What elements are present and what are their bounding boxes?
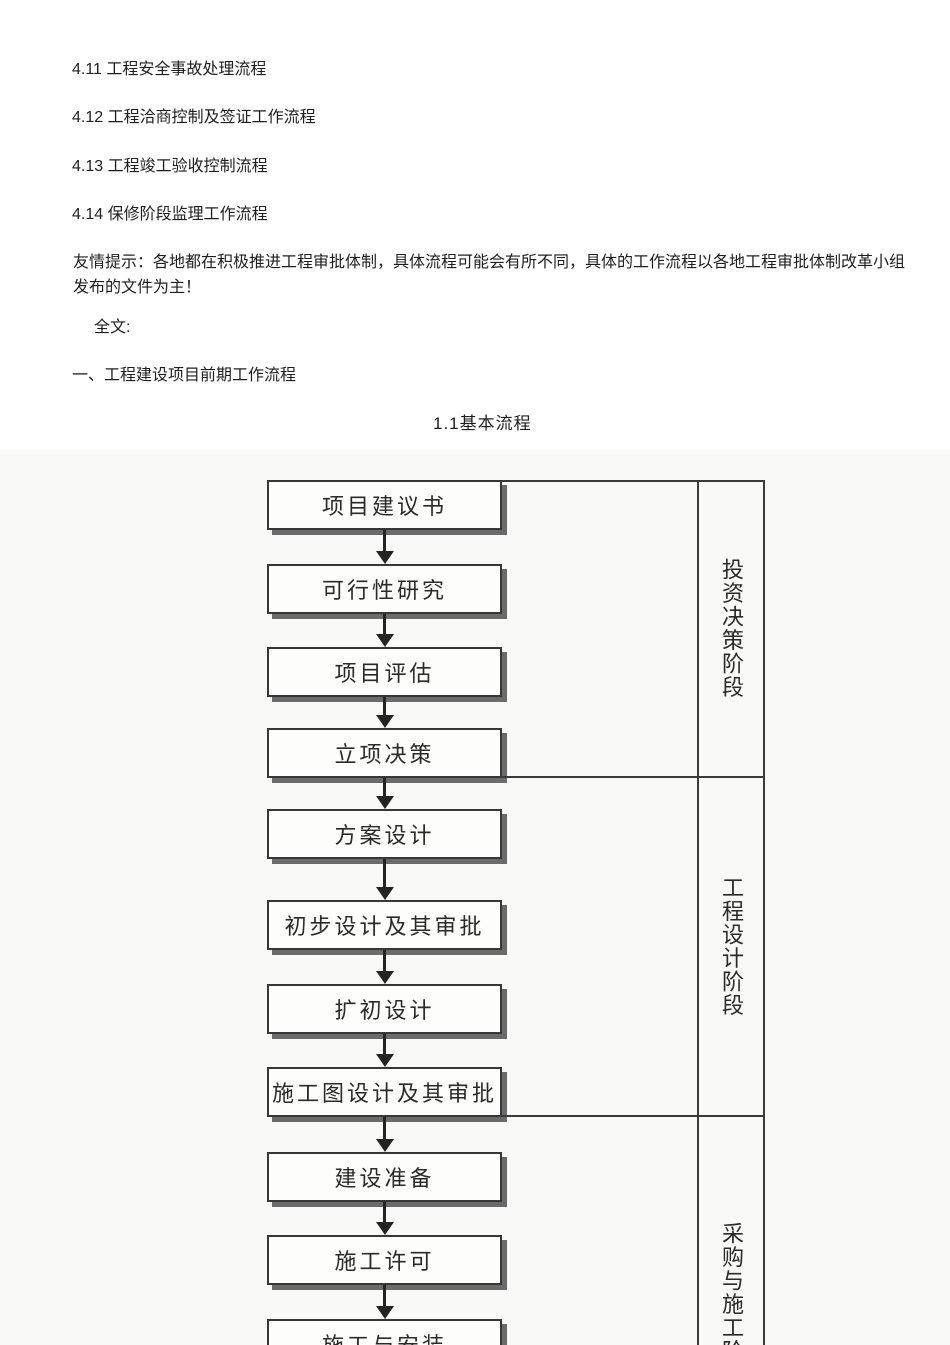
phase-top-border <box>500 480 765 482</box>
down-arrow-icon <box>376 1285 394 1319</box>
down-arrow-icon <box>376 859 394 900</box>
flow-box-preliminary-design: 初步设计及其审批 <box>267 900 502 950</box>
phase-label-investment-decision: 投资决策阶段 <box>719 557 744 699</box>
toc-item: 4.12 工程洽商控制及签证工作流程 <box>72 109 316 126</box>
notice-paragraph: 友情提示：各地都在积极推进工程审批体制，具体流程可能会有所不同，具体的工作流程以… <box>73 254 906 296</box>
flow-box-approval-decision: 立项决策 <box>267 728 502 778</box>
flow-box-project-proposal: 项目建议书 <box>267 480 502 530</box>
section-heading: 一、工程建设项目前期工作流程 <box>72 367 297 384</box>
toc-item: 4.11 工程安全事故处理流程 <box>72 61 267 78</box>
down-arrow-icon <box>376 530 394 564</box>
subsection-heading: 1.1基本流程 <box>433 414 532 433</box>
down-arrow-icon <box>376 778 394 809</box>
down-arrow-icon <box>376 950 394 984</box>
full-text-label: 全文: <box>94 319 131 336</box>
flow-box-construction-drawings: 施工图设计及其审批 <box>267 1067 502 1117</box>
phase-column-right-border <box>763 480 765 1345</box>
phase-label-procurement-construction: 采购与施工阶段 <box>719 1222 744 1345</box>
down-arrow-icon <box>376 697 394 728</box>
flow-box-construction-permit: 施工许可 <box>267 1235 502 1285</box>
flowchart-figure: 项目建议书 可行性研究 项目评估 立项决策 方案设计 初步设计及其审批 扩初设计… <box>0 450 950 1345</box>
flow-box-project-evaluation: 项目评估 <box>267 647 502 697</box>
flow-box-construction-preparation: 建设准备 <box>267 1152 502 1202</box>
down-arrow-icon <box>376 614 394 647</box>
toc-item: 4.13 工程竣工验收控制流程 <box>72 158 268 175</box>
flow-box-scheme-design: 方案设计 <box>267 809 502 859</box>
flow-box-construction-installation: 施工与安装 <box>267 1319 502 1345</box>
toc-item: 4.14 保修阶段监理工作流程 <box>72 206 268 223</box>
phase-label-engineering-design: 工程设计阶段 <box>719 876 744 1017</box>
phase-divider <box>500 1115 765 1117</box>
phase-divider <box>500 776 765 778</box>
down-arrow-icon <box>376 1034 394 1067</box>
down-arrow-icon <box>376 1117 394 1152</box>
flow-box-feasibility-study: 可行性研究 <box>267 564 502 614</box>
flow-box-expanded-design: 扩初设计 <box>267 984 502 1034</box>
phase-column-left-border <box>697 480 699 1345</box>
down-arrow-icon <box>376 1202 394 1235</box>
